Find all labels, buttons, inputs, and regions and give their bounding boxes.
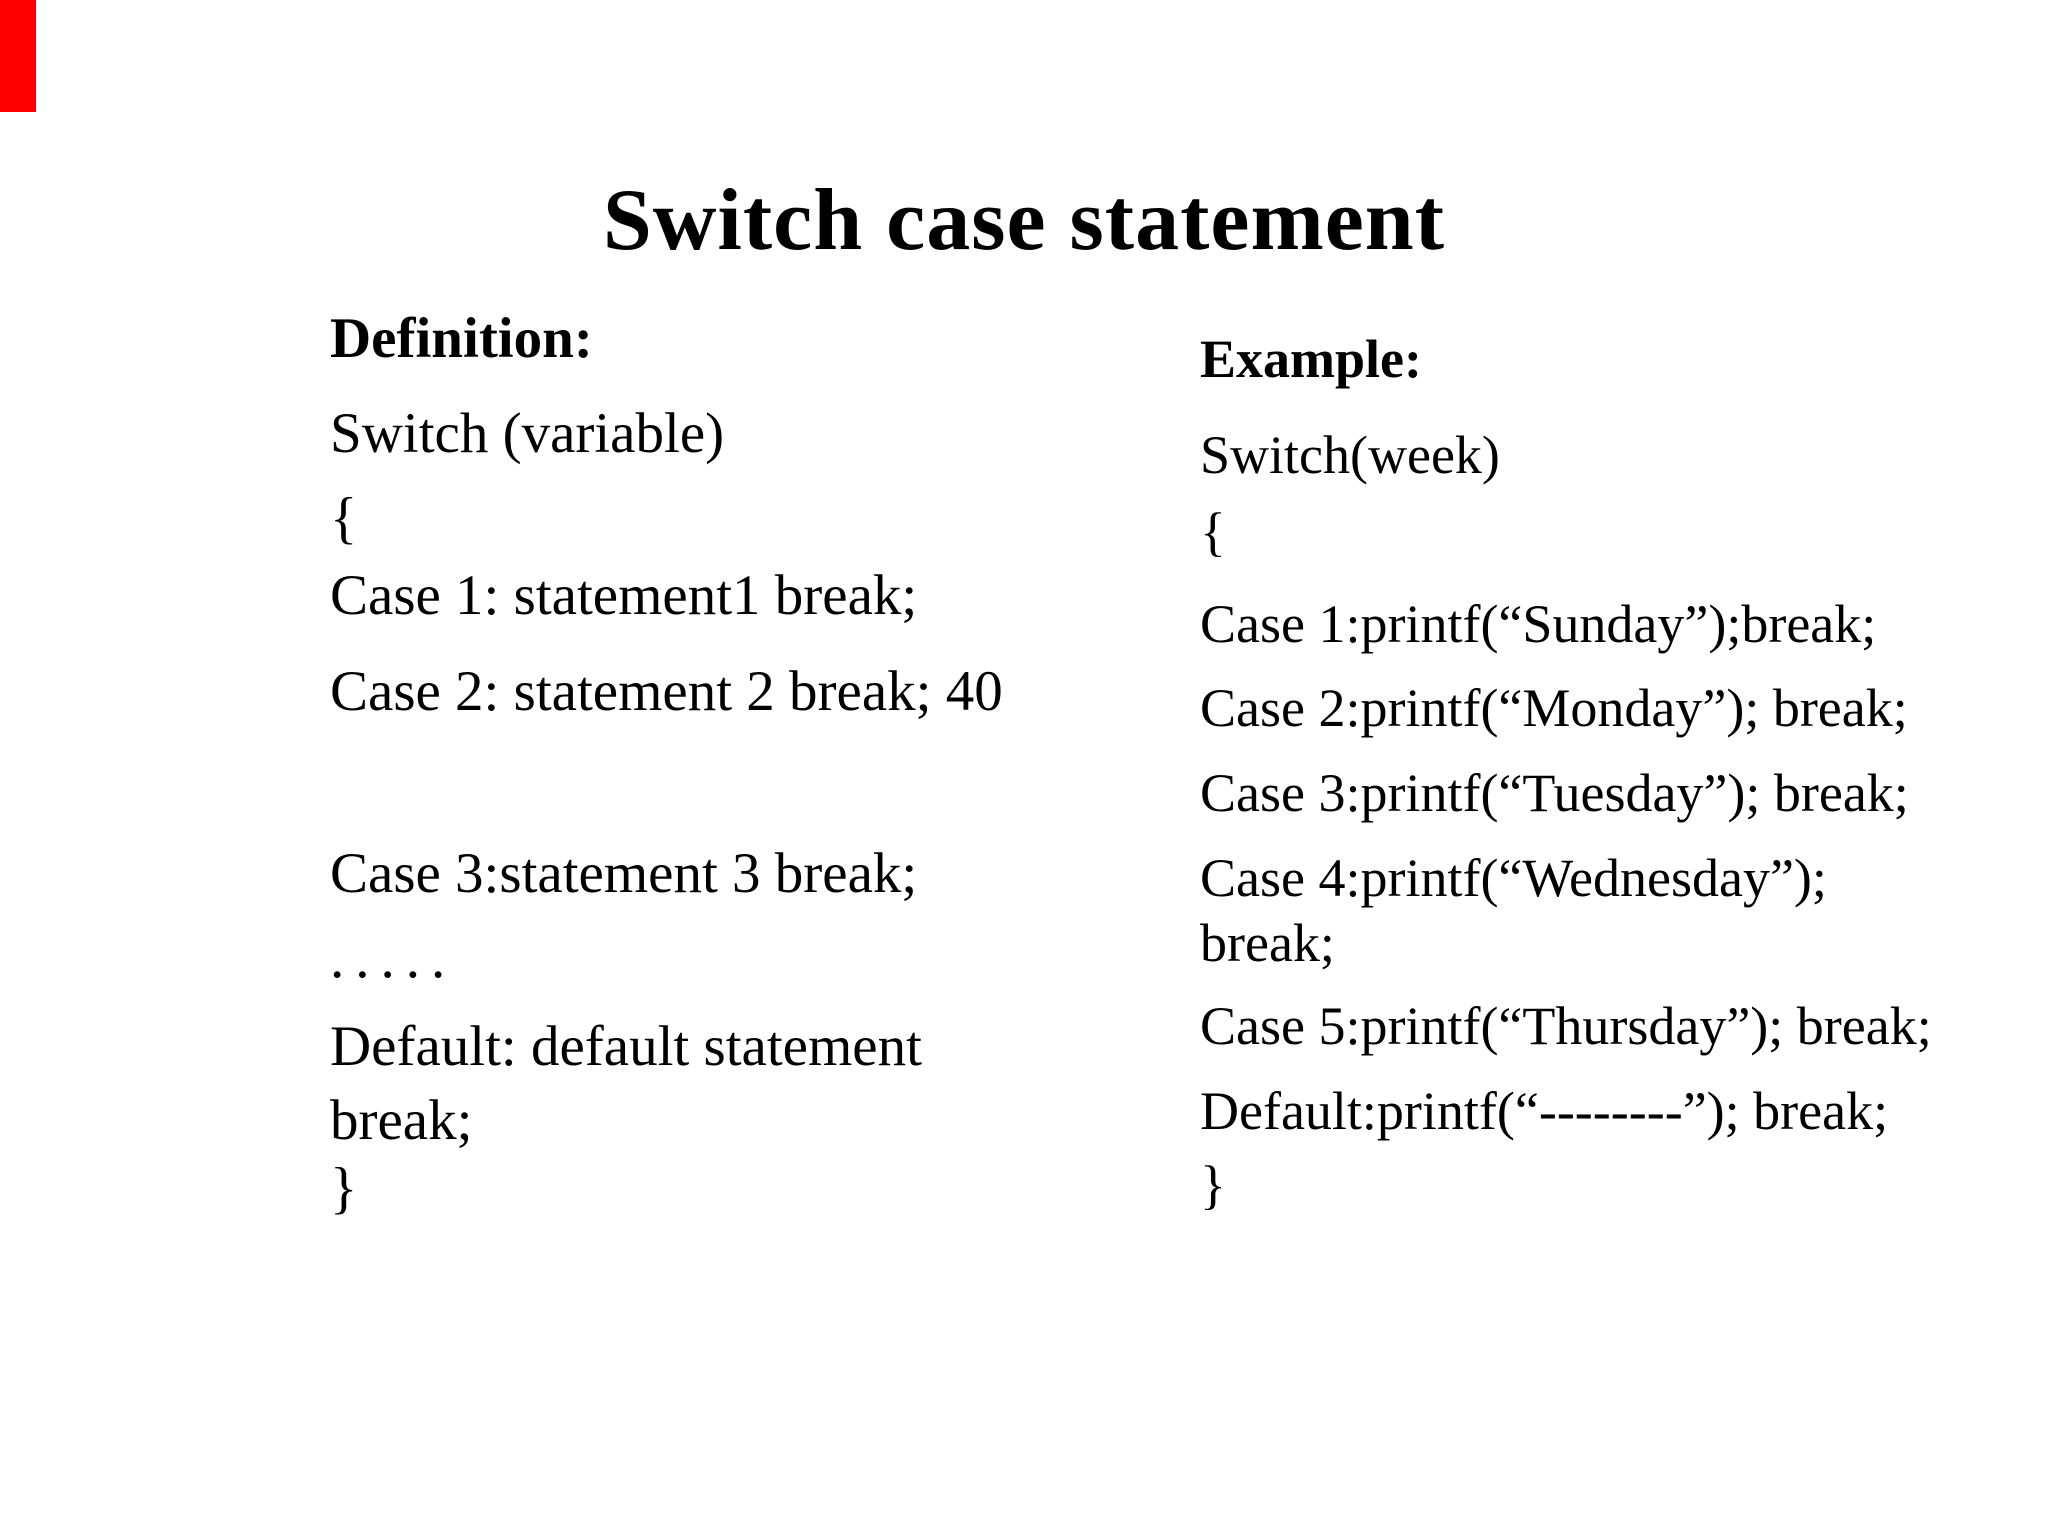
code-line-open-brace: { xyxy=(1200,502,1226,562)
code-line-case1-sunday: Case 1:printf(“Sunday”);break; xyxy=(1200,594,1877,654)
code-line-ellipsis: ..... xyxy=(330,927,457,990)
red-accent-bar xyxy=(0,0,36,112)
code-line-case1: Case 1: statement1 break; xyxy=(330,564,918,627)
code-line-default: Default: default statement xyxy=(330,1015,922,1078)
code-line-case5-thursday: Case 5:printf(“Thursday”); break; xyxy=(1200,996,1932,1056)
code-line-close-brace: } xyxy=(1200,1155,1226,1215)
code-line-case3: Case 3:statement 3 break; xyxy=(330,842,918,905)
page-title: Switch case statement xyxy=(602,171,1446,269)
code-line-default-dashes: Default:printf(“--------”); break; xyxy=(1200,1081,1889,1141)
code-line-case2-monday: Case 2:printf(“Monday”); break; xyxy=(1200,678,1908,738)
definition-column: Definition: Switch (variable) { Case 1: … xyxy=(330,0,1210,1536)
code-line-break-wrap: break; xyxy=(1200,913,1335,973)
example-heading: Example: xyxy=(1200,329,1422,389)
code-line-switch-variable: Switch (variable) xyxy=(330,402,725,465)
code-line-break-wrap: break; xyxy=(330,1089,473,1152)
code-line-switch-week: Switch(week) xyxy=(1200,425,1500,485)
definition-heading: Definition: xyxy=(330,307,593,370)
code-line-case3-tuesday: Case 3:printf(“Tuesday”); break; xyxy=(1200,763,1909,823)
code-line-case4-wednesday: Case 4:printf(“Wednesday”); xyxy=(1200,848,1827,908)
example-column: Example: Switch(week) { Case 1:printf(“S… xyxy=(1200,0,2048,1536)
code-line-case2: Case 2: statement 2 break; 40 xyxy=(330,660,1003,723)
code-line-open-brace: { xyxy=(330,487,358,550)
code-line-close-brace: } xyxy=(330,1157,358,1220)
